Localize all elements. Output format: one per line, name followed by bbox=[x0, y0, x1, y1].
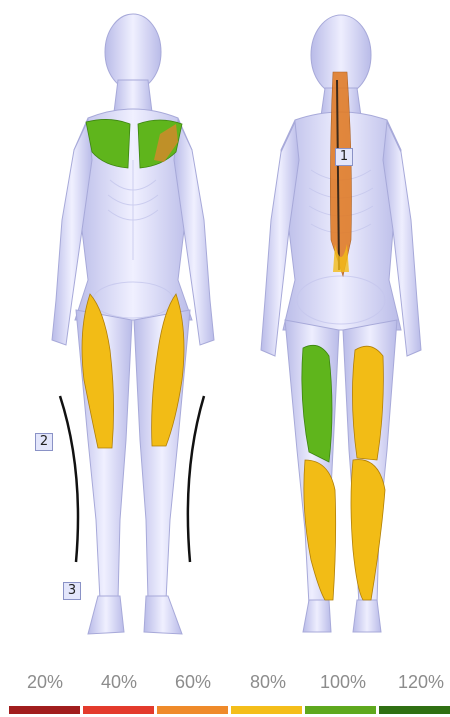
hamstring-muscles bbox=[302, 345, 384, 462]
scale-segment-60 bbox=[157, 706, 228, 714]
scale-label-60: 60% bbox=[175, 672, 211, 693]
scale-label-120: 120% bbox=[398, 672, 444, 693]
marker-2[interactable]: 2 bbox=[35, 433, 53, 451]
scale-labels: 20% 40% 60% 80% 100% 120% bbox=[0, 672, 450, 696]
spinal-erector-muscles bbox=[330, 72, 351, 276]
scale-label-100: 100% bbox=[320, 672, 366, 693]
right-bracket-curve bbox=[188, 396, 204, 562]
scale-segment-120 bbox=[379, 706, 450, 714]
marker-3[interactable]: 3 bbox=[63, 582, 81, 600]
back-body-figure bbox=[225, 0, 450, 660]
color-scale-bar bbox=[9, 706, 450, 714]
marker-1[interactable]: 1 bbox=[335, 148, 353, 166]
scale-segment-100 bbox=[305, 706, 376, 714]
scale-segment-40 bbox=[83, 706, 154, 714]
scale-label-40: 40% bbox=[101, 672, 137, 693]
left-bracket-curve bbox=[60, 396, 78, 562]
scale-label-80: 80% bbox=[250, 672, 286, 693]
scale-segment-20 bbox=[9, 706, 80, 714]
scale-segment-80 bbox=[231, 706, 302, 714]
front-body-figure bbox=[0, 0, 225, 660]
scale-label-20: 20% bbox=[27, 672, 63, 693]
